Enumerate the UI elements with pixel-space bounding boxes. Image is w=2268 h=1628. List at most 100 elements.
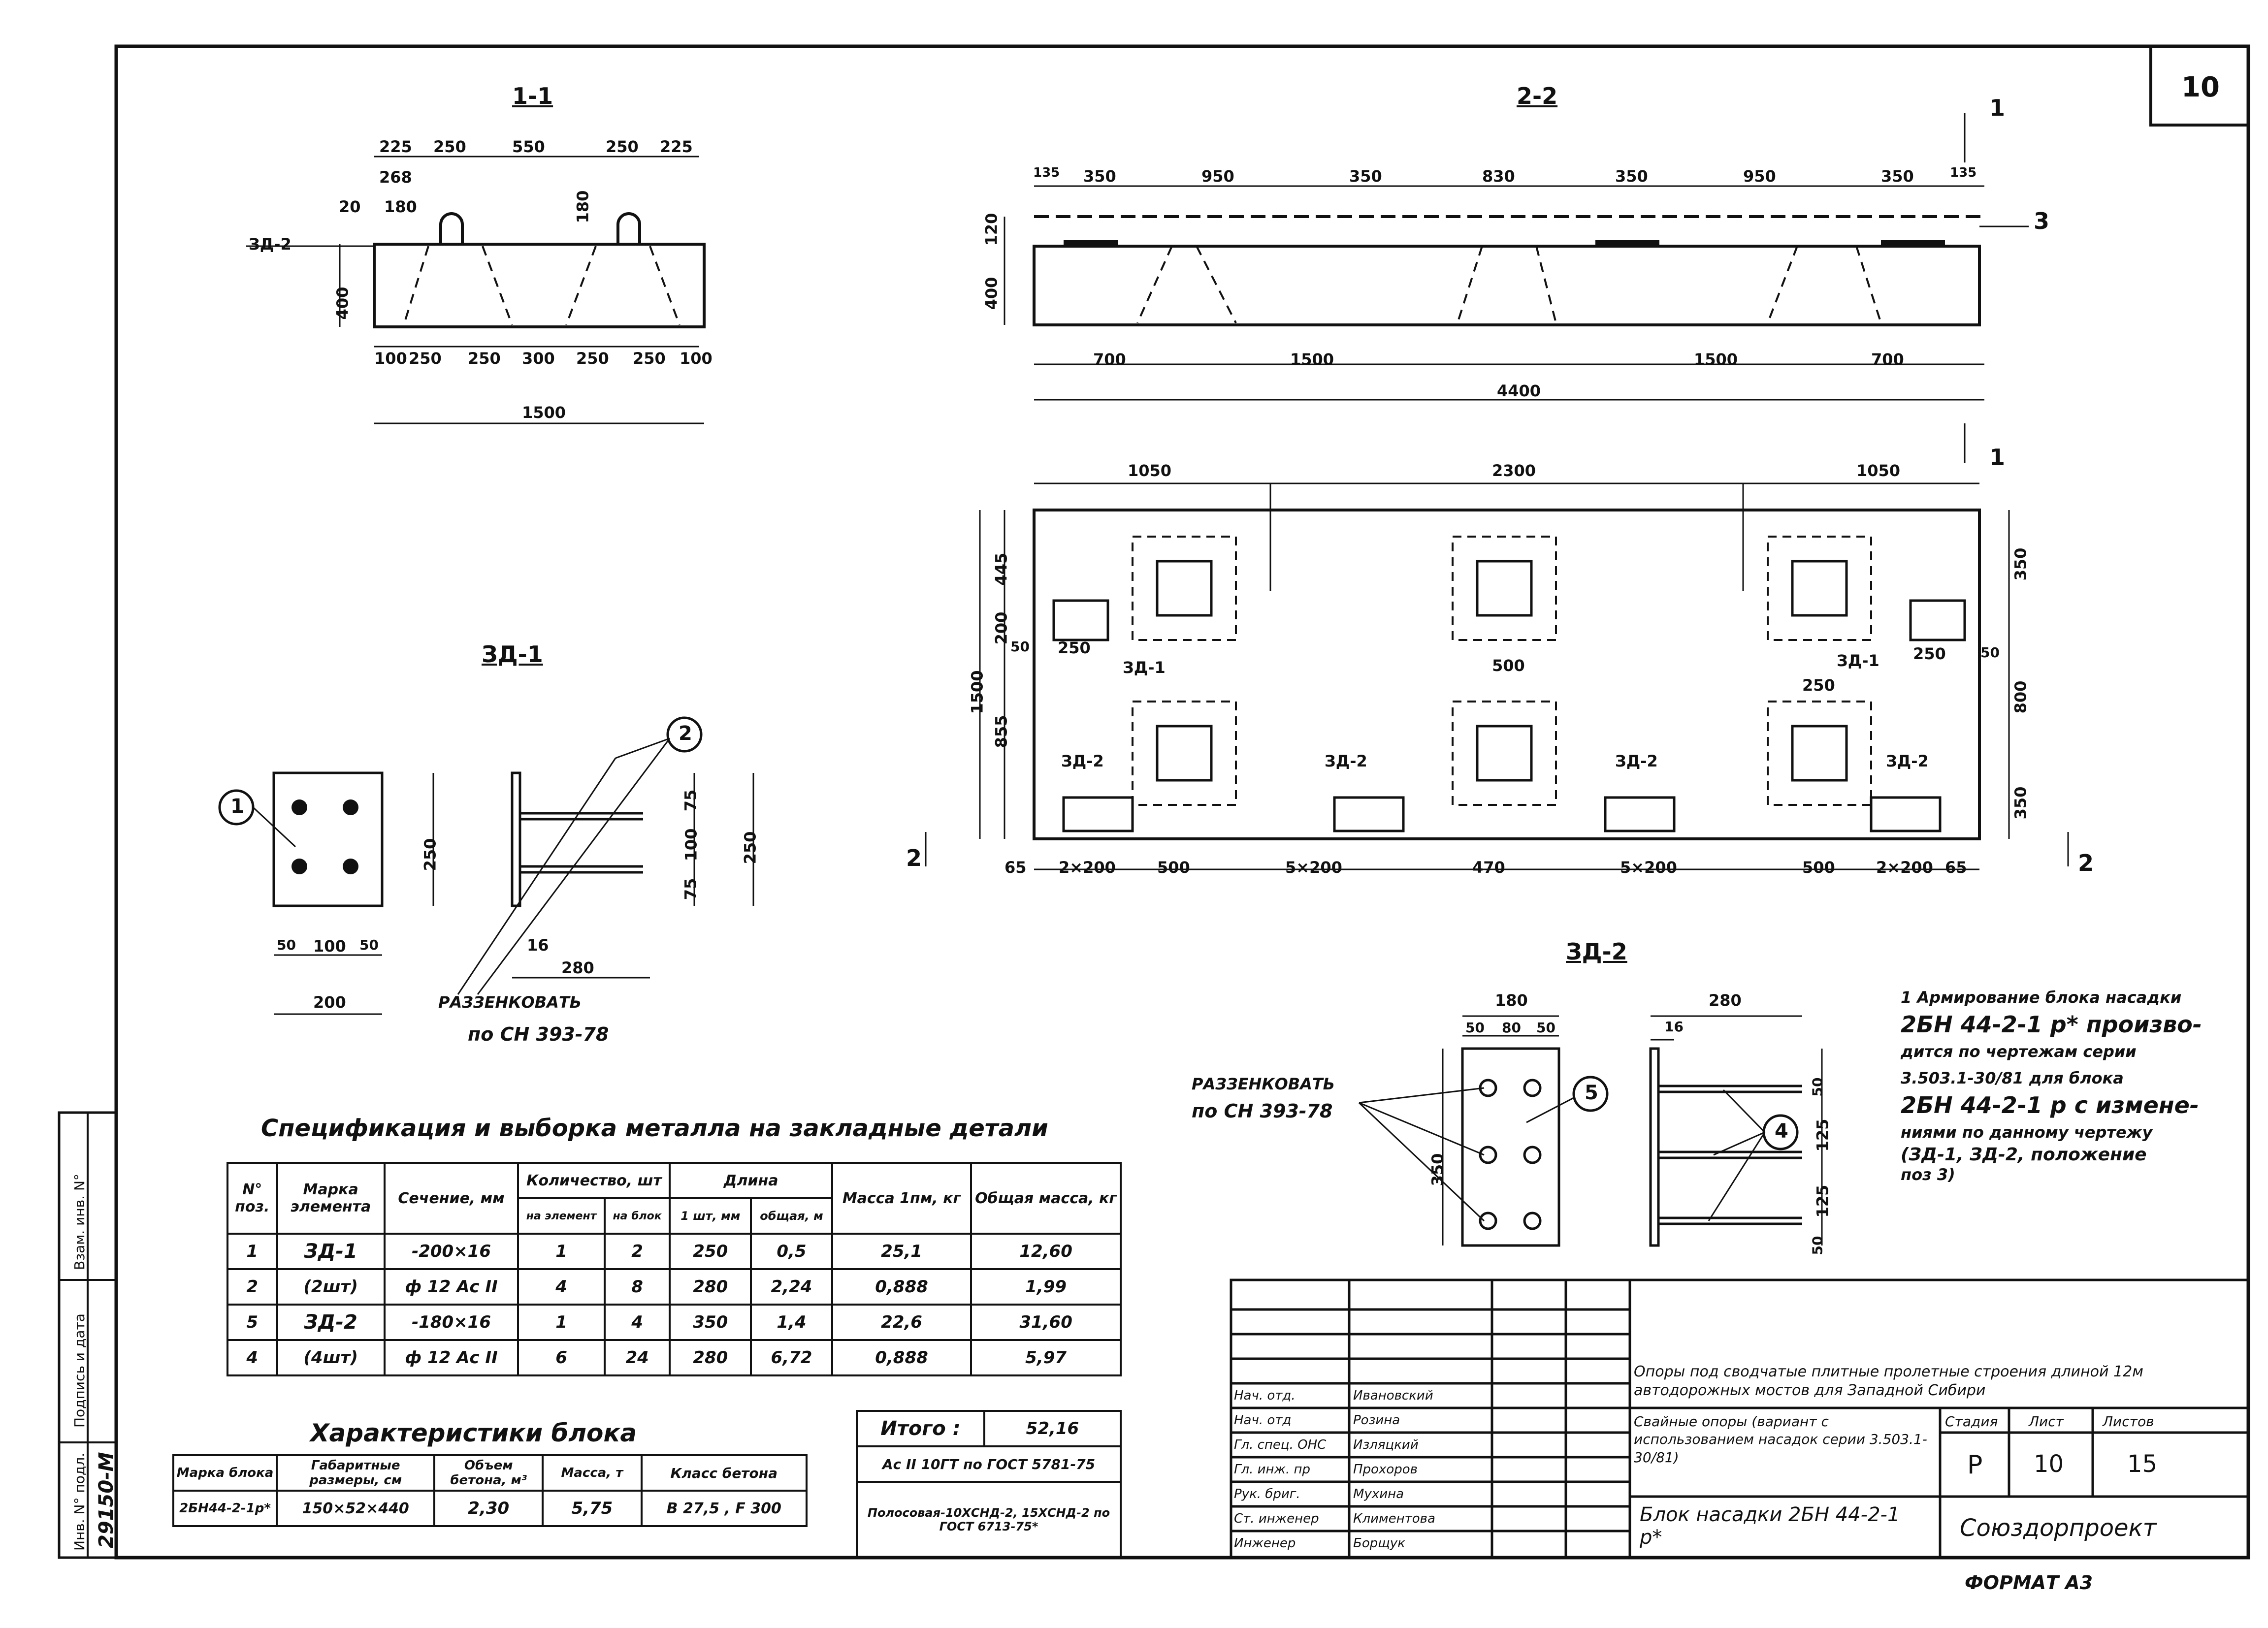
s22-top-dim-8: 350 xyxy=(1881,167,1914,186)
zd1-title: ЗД-1 xyxy=(482,641,543,668)
cell-section: -200×16 xyxy=(383,1233,519,1270)
zd1-thickness: 16 xyxy=(527,936,549,955)
stamp-name-7: Борщук xyxy=(1353,1536,1405,1551)
cell-total-mass: 31,60 xyxy=(970,1304,1122,1341)
block-table: Марка блока Габаритные размеры, см Объем… xyxy=(172,1454,808,1527)
stamp-drawing: Блок насадки 2БН 44-2-1 р* xyxy=(1640,1503,1900,1549)
zd1-plate-dim-2: 100 xyxy=(313,937,346,956)
cell-total-mass: 1,99 xyxy=(970,1268,1122,1306)
s22-bottom-dim-4: 700 xyxy=(1871,350,1904,369)
spec-row: 2 (2шт) ф 12 Aс II 4 8 280 2,24 0,888 1,… xyxy=(227,1268,1122,1306)
block-h-mass: Масса, т xyxy=(542,1454,643,1492)
zd1-plate-dim-3: 50 xyxy=(359,937,379,953)
stamp-role-1: Нач. отд. xyxy=(1234,1388,1296,1403)
s11-top-dim-5: 225 xyxy=(660,137,693,156)
plan-top-dim-1: 1050 xyxy=(1128,461,1172,480)
cell-pos: 1 xyxy=(227,1233,278,1270)
cell-qty-el: 1 xyxy=(517,1233,606,1270)
plan-bottom-8: 2×200 xyxy=(1876,858,1933,877)
s11-total: 1500 xyxy=(522,403,566,422)
block-mass: 5,75 xyxy=(542,1490,643,1527)
plan-zd2-1: ЗД-2 xyxy=(1061,752,1104,770)
cell-len-total: 0,5 xyxy=(750,1233,833,1270)
plan-inner-2: 250 xyxy=(1058,638,1091,657)
cell-total-mass: 12,60 xyxy=(970,1233,1122,1270)
block-h-volume: Объем бетона, м³ xyxy=(433,1454,544,1492)
zd2-length: 280 xyxy=(1709,991,1742,1010)
cell-mark: (2шт) xyxy=(276,1268,386,1306)
s22-top-dim-2: 350 xyxy=(1083,167,1116,186)
stamp-role-6: Ст. инженер xyxy=(1234,1511,1319,1526)
zd1-length: 280 xyxy=(561,958,594,977)
plan-cut-label-right: 2 xyxy=(2078,850,2094,876)
plan-inner-5: 250 xyxy=(1802,676,1835,695)
block-title: Характеристики блока xyxy=(310,1419,637,1447)
spec-h-qty-el: на элемент xyxy=(517,1197,606,1235)
total-label: Итого : xyxy=(856,1410,985,1447)
cell-section: -180×16 xyxy=(383,1304,519,1341)
zd2-note-2: по СН 393-78 xyxy=(1192,1100,1333,1122)
zd1-callout-1: 1 xyxy=(230,795,244,818)
plan-bottom-4: 5×200 xyxy=(1285,858,1342,877)
plan-zd2-3: ЗД-2 xyxy=(1615,752,1658,770)
steel-note-2: Полосовая-10ХСНД-2, 15ХСНД-2 по ГОСТ 671… xyxy=(856,1481,1122,1559)
stamp-name-5: Мухина xyxy=(1353,1487,1404,1501)
block-h-size: Габаритные размеры, см xyxy=(276,1454,436,1492)
s22-top-dim-3: 950 xyxy=(1201,167,1234,186)
cell-qty-block: 4 xyxy=(603,1304,671,1341)
sheet-number: 10 xyxy=(2181,71,2220,103)
s22-cut-label-3: 3 xyxy=(2034,208,2050,234)
cell-pos: 5 xyxy=(227,1304,278,1341)
cell-pos: 4 xyxy=(227,1339,278,1376)
plan-bottom-2: 2×200 xyxy=(1059,858,1116,877)
block-h-mark: Марка блока xyxy=(172,1454,278,1492)
plan-cut-label-left: 2 xyxy=(906,845,922,871)
stamp-project: Опоры под сводчатые плитные пролетные ст… xyxy=(1634,1363,2143,1399)
stamp-role-3: Гл. спец. ОНС xyxy=(1234,1437,1327,1452)
s22-top-dim-6: 350 xyxy=(1615,167,1648,186)
plan-inner-6: ЗД-1 xyxy=(1837,651,1879,670)
s22-bottom-dim-1: 700 xyxy=(1093,350,1126,369)
note-line-3: дится по чертежам серии xyxy=(1901,1042,2137,1061)
s11-bottom-dim-5: 250 xyxy=(576,349,609,368)
stamp-role-4: Гл. инж. пр xyxy=(1234,1462,1310,1477)
s11-top-dim-3: 550 xyxy=(512,137,545,156)
s22-cut-label-2: 1 xyxy=(1989,444,2006,471)
cell-qty-el: 1 xyxy=(517,1304,606,1341)
plan-zd2-2: ЗД-2 xyxy=(1325,752,1367,770)
stamp-name-1: Ивановский xyxy=(1353,1388,1433,1403)
plan-inner-3: ЗД-1 xyxy=(1123,658,1166,677)
spec-row: 1 ЗД-1 -200×16 1 2 250 0,5 25,1 12,60 xyxy=(227,1233,1122,1270)
s22-cut-label-1: 1 xyxy=(1989,95,2006,121)
block-volume: 2,30 xyxy=(433,1490,544,1527)
s11-bottom-dim-6: 250 xyxy=(633,349,666,368)
spec-total-table: Итого : 52,16 Ас II 10ГТ по ГОСТ 5781-75… xyxy=(856,1410,1122,1559)
general-note: 1 Армирование блока насадки 2БН 44-2-1 р… xyxy=(1901,990,2202,1184)
stamp-name-6: Климентова xyxy=(1353,1511,1435,1526)
zd2-top-dim-1: 50 xyxy=(1465,1020,1485,1036)
s11-bottom-dim-4: 300 xyxy=(522,349,555,368)
cell-mark: ЗД-1 xyxy=(276,1233,386,1270)
spec-h-mark: Марка элемента xyxy=(276,1162,386,1235)
zd2-note-1: РАЗЗЕНКОВАТЬ xyxy=(1192,1075,1335,1093)
zd2-title: ЗД-2 xyxy=(1566,938,1627,965)
stamp-name-2: Розина xyxy=(1353,1413,1400,1428)
stamp-role-7: Инженер xyxy=(1234,1536,1296,1551)
block-size: 150×52×440 xyxy=(276,1490,436,1527)
s11-bottom-dim-1: 100 xyxy=(374,349,407,368)
zd2-callout-4: 4 xyxy=(1775,1120,1788,1143)
zd1-plate-width: 200 xyxy=(313,993,346,1012)
s22-top-dim-1: 135 xyxy=(1033,165,1060,180)
plan-zd2-4: ЗД-2 xyxy=(1886,752,1929,770)
spec-table: N° поз. Марка элемента Сечение, мм Колич… xyxy=(227,1162,1122,1376)
cell-mass: 22,6 xyxy=(831,1304,972,1341)
s22-top-dim-7: 950 xyxy=(1743,167,1776,186)
cell-len-total: 2,24 xyxy=(750,1268,833,1306)
note-line-8: поз 3) xyxy=(1901,1165,1955,1184)
stamp-sheets: 15 xyxy=(2127,1450,2158,1478)
stamp-stage: Р xyxy=(1967,1450,1983,1480)
